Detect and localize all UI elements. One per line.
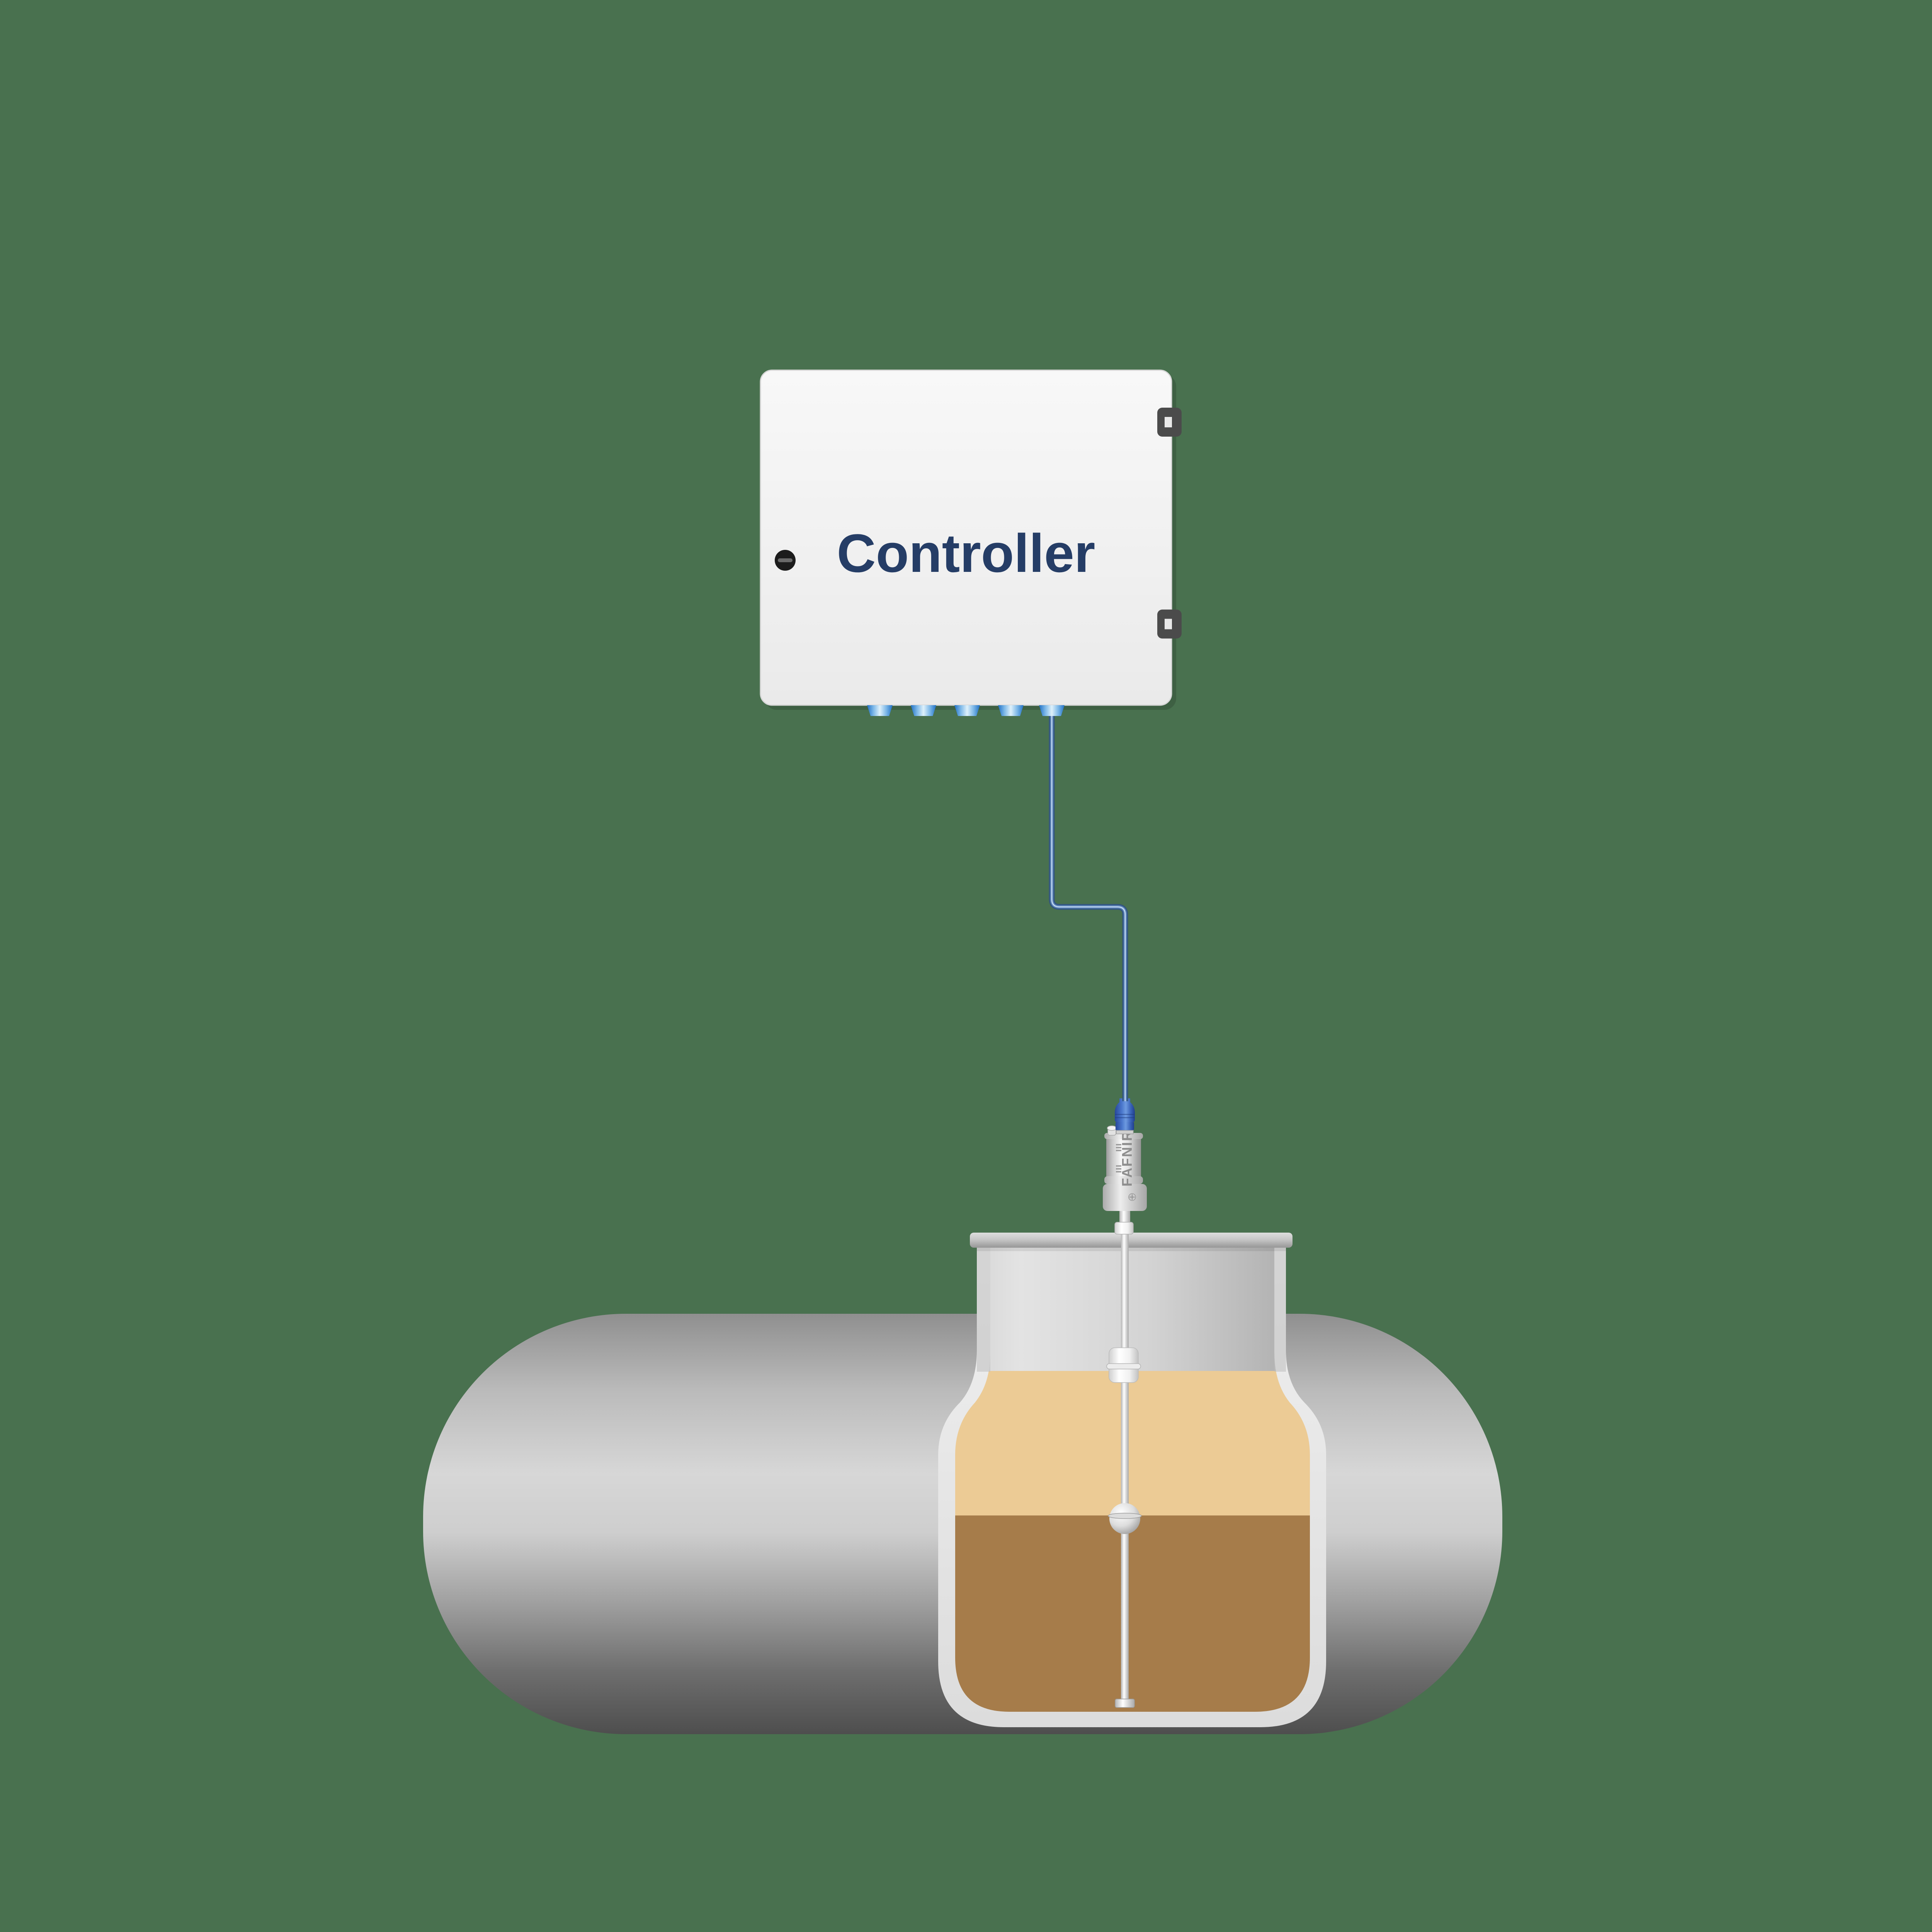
probe-transmitter: FAFNIR [1103,1098,1147,1211]
cable-gland-4 [998,705,1024,716]
manhole-lid [970,1233,1293,1248]
vent-nub [1107,1125,1117,1136]
cable-gland-3 [954,705,980,716]
door-knob-icon [775,550,796,571]
probe-stem [1119,1211,1130,1223]
cable-gland-1 [867,705,893,716]
cable-glands [867,705,1065,716]
probe-mounting-nut [1114,1222,1134,1235]
probe-collar [1103,1184,1147,1211]
probe-body [1106,1134,1141,1184]
cable-gland-2 [911,705,936,716]
fafnir-logo-lines [1116,1144,1122,1173]
fafnir-label: FAFNIR [1119,1130,1135,1187]
product-float [1106,1347,1141,1383]
water-liquid [955,1515,1310,1712]
riser-wall-right [1274,1244,1286,1372]
controller-panel: Controller [760,369,1182,716]
probe-shaft [1121,1234,1129,1699]
signal-cable [1049,710,1128,1101]
screw-cross [1129,1194,1135,1200]
riser-wall-left [977,1244,990,1372]
hinge-bottom [1157,609,1182,639]
lid-shadow [977,1248,1286,1251]
controller-title: Controller [837,523,1095,583]
probe-connector [1115,1098,1135,1134]
fafnir-logo: FAFNIR [1116,1130,1135,1187]
cable-gland-5 [1039,705,1065,716]
probe-bottom-rim [1104,1176,1143,1184]
probe-shaft-end-cap [1115,1699,1135,1708]
tank-cutaway-interior [955,1244,1310,1712]
product-liquid [955,1371,1310,1515]
hinge-top [1157,408,1182,437]
interface-ball-float [1108,1503,1142,1534]
